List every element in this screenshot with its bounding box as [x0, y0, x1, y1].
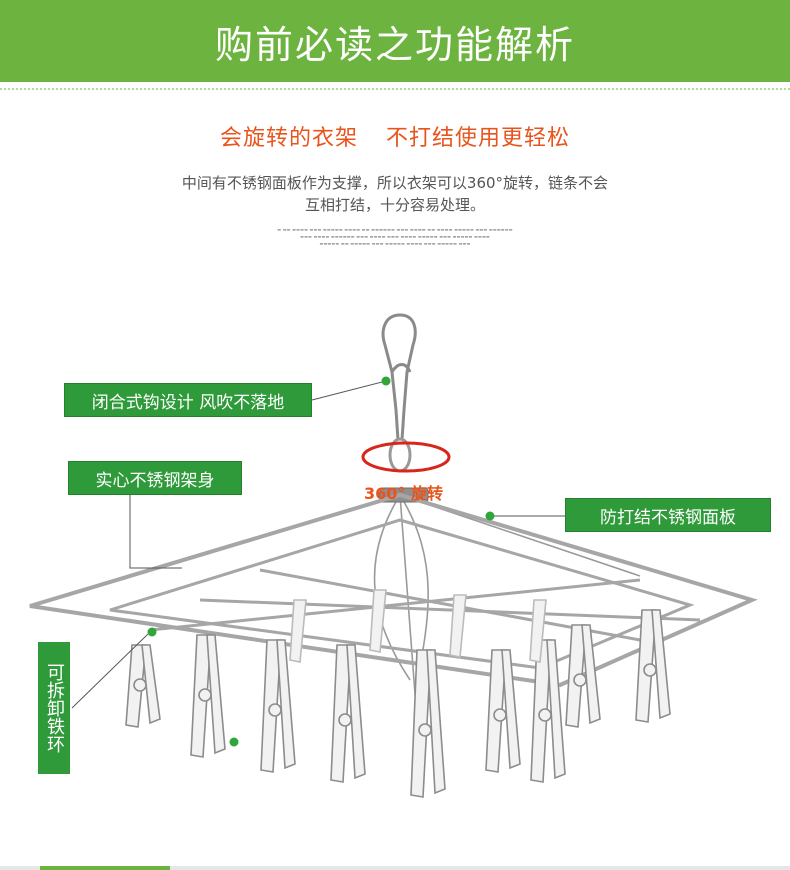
fine-print-text: ▬ ▬▬ ▬▬▬▬ ▬▬▬ ▬▬▬▬▬ ▬▬▬▬ ▬▬ ▬▬▬▬▬▬ ▬▬▬ ▬… [277, 227, 513, 246]
page-title: 购前必读之功能解析 [214, 22, 575, 67]
callout-detachable-ring: 可拆卸铁环 [38, 642, 70, 774]
feature-description: 中间有不锈钢面板作为支撑，所以衣架可以360°旋转，链条不会 互相打结，十分容易… [100, 172, 690, 216]
marker-dots [147, 376, 495, 747]
callout-closed-hook: 闭合式钩设计 风吹不落地 [64, 383, 312, 417]
description-line-2: 互相打结，十分容易处理。 [304, 196, 485, 214]
clothes-pegs [125, 589, 671, 798]
marker-panel [485, 511, 495, 521]
callout-solid-frame: 实心不锈钢架身 [68, 461, 242, 495]
bottom-strip [0, 866, 790, 870]
hook [381, 313, 417, 473]
description-line-1: 中间有不锈钢面板作为支撑，所以衣架可以360°旋转，链条不会 [181, 174, 609, 192]
frame [29, 492, 758, 688]
marker-hook [381, 376, 391, 386]
callout-rotation: 360° 旋转 [364, 484, 443, 503]
header-band: 购前必读之功能解析 [0, 0, 790, 82]
subtitle-no-tangle: 不打结使用更轻松 [386, 126, 571, 151]
subtitle-rotating: 会旋转的衣架 [219, 126, 358, 151]
callout-anti-tangle: 防打结不锈钢面板 [565, 498, 771, 532]
marker-ring [147, 627, 157, 637]
feature-subtitle: 会旋转的衣架 不打结使用更轻松 [0, 120, 790, 152]
marker-clip [229, 737, 239, 747]
rotation-ring [361, 441, 451, 473]
dotted-divider [0, 88, 790, 90]
bottom-strip-accent [40, 866, 170, 870]
leader-lines [71, 380, 565, 709]
